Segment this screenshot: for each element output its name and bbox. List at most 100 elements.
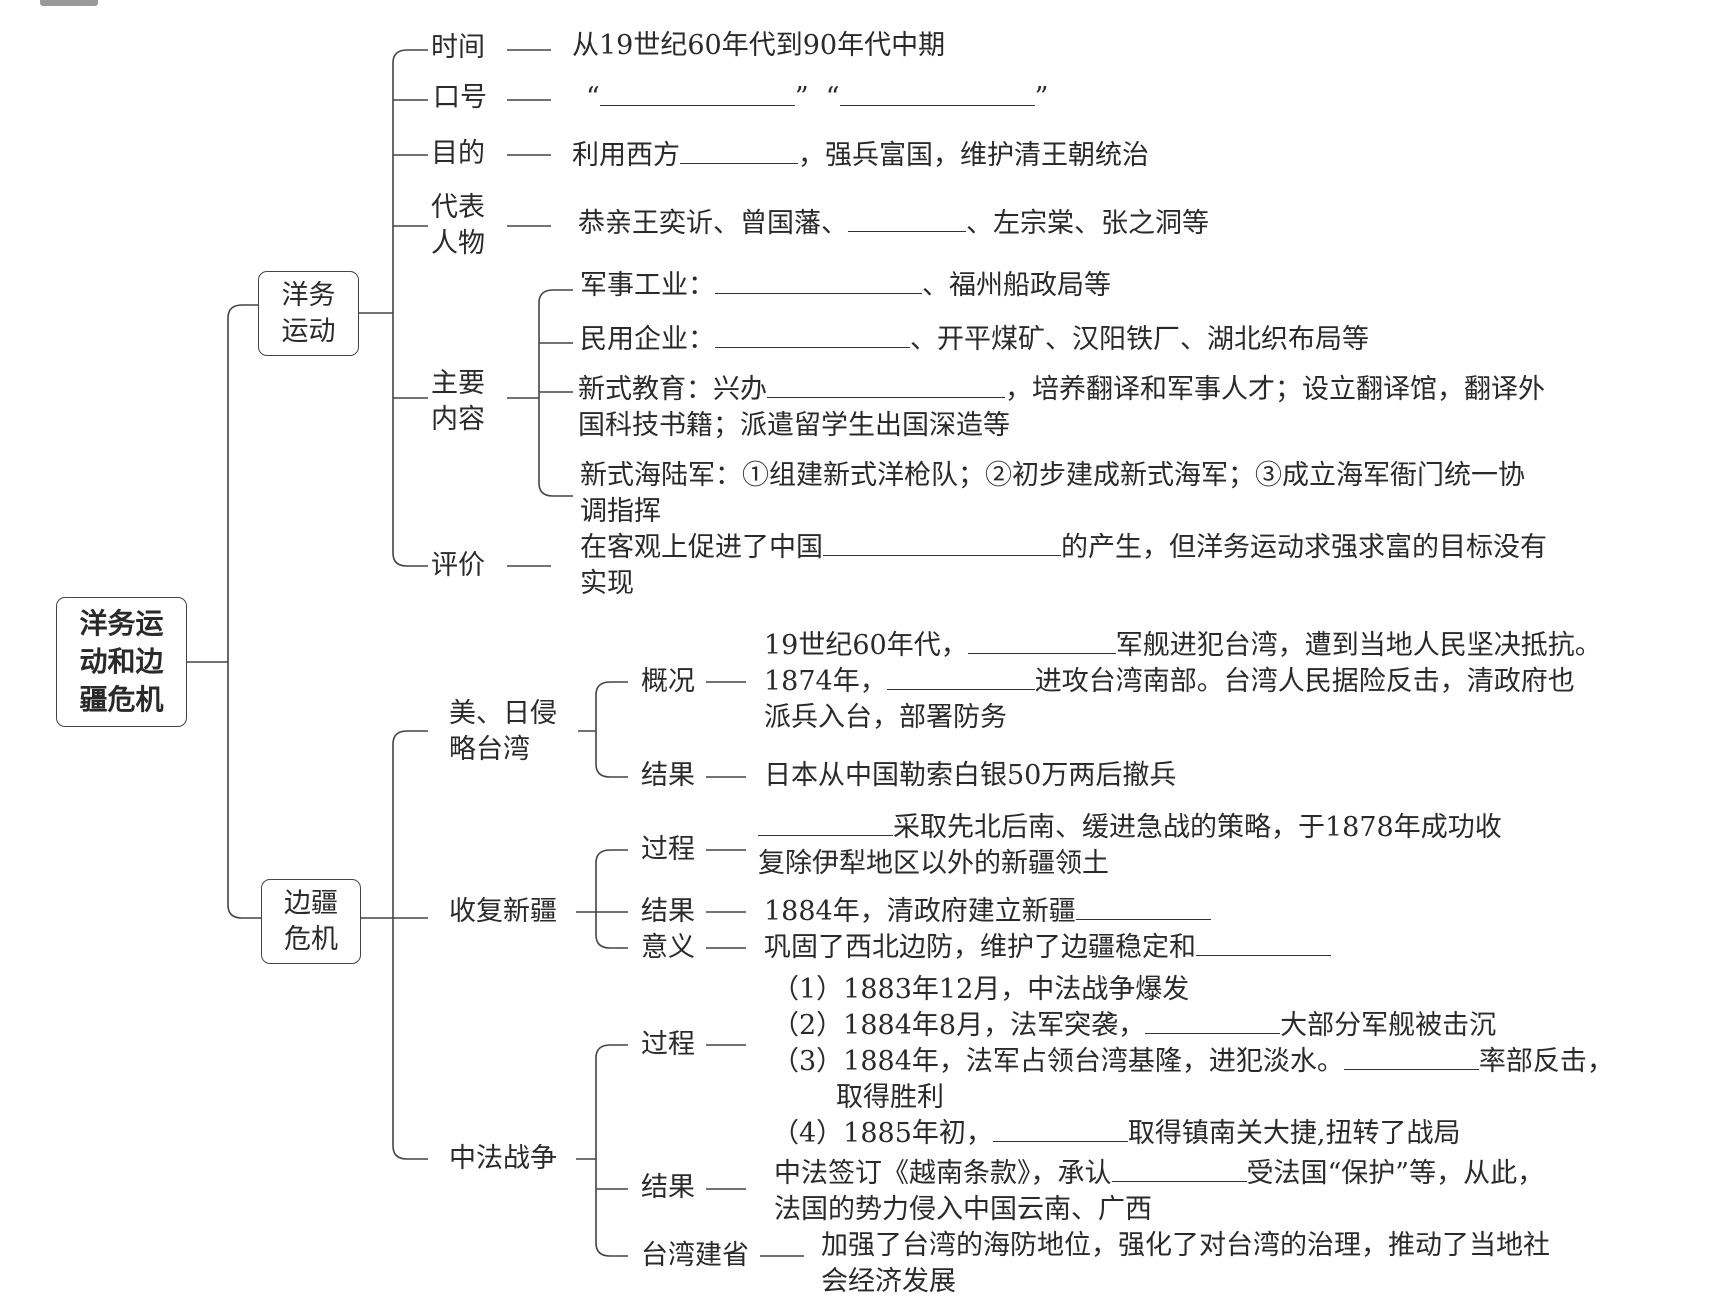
ov-line1: 19世纪60年代， 军舰进犯台湾，遭到当地人民坚决抵抗。 — [764, 628, 1602, 664]
sf-p2-post: 大部分军舰被击沉 — [1280, 1010, 1497, 1041]
branch-frontier-line-1: 边疆 — [284, 887, 338, 919]
overview-label: 概况 — [641, 666, 695, 697]
ov1-post: 军舰进犯台湾，遭到当地人民坚决抵抗。 — [1115, 630, 1602, 661]
xj-meaning-label: 意义 — [641, 932, 695, 963]
blank-xj-meaning — [1196, 931, 1331, 956]
sf-process-label: 过程 — [641, 1029, 695, 1060]
blank-edu — [767, 373, 1005, 398]
taiwan-label: 美、日侵 略台湾 — [449, 696, 579, 768]
content-label-1: 主要 — [431, 368, 485, 399]
blank-sf-p2 — [1145, 1009, 1281, 1034]
quote-open-2: “ — [825, 82, 840, 113]
taiwan-label-2: 略台湾 — [449, 734, 530, 765]
sf-p1: （1）1883年12月，中法战争爆发 — [772, 974, 1190, 1005]
eval-post: 的产生，但洋务运动求强求富的目标没有 — [1061, 532, 1547, 563]
root-line-2: 动和边 — [79, 645, 164, 678]
blank-ov1 — [967, 629, 1116, 654]
branch-yangwu-line-1: 洋务 — [281, 279, 336, 311]
people-label-1: 代表 — [431, 192, 485, 223]
eval-text: 在客观上促进了中国 的产生，但洋务运动求强求富的目标没有 — [580, 530, 1547, 566]
military-post: 、福州船政局等 — [922, 270, 1111, 301]
military-text: 军事工业： 、福州船政局等 — [580, 268, 1111, 304]
blank-people — [848, 207, 966, 232]
ov-line2: 1874年， 进攻台湾南部。台湾人民据险反击，清政府也 — [764, 664, 1575, 700]
blank-slogan-1 — [599, 81, 795, 106]
army-line1: 新式海陆军：①组建新式洋枪队；②初步建成新式海军；③成立海军衙门统一协 — [580, 460, 1525, 491]
people-label: 代表 人物 — [431, 190, 491, 262]
xj-process-label: 过程 — [641, 834, 695, 865]
tw-province-line2: 会经济发展 — [821, 1266, 956, 1297]
taiwan-label-1: 美、日侵 — [449, 698, 557, 729]
header-tab-mark — [40, 0, 98, 6]
edu-line2: 国科技书籍；派遣留学生出国深造等 — [578, 410, 1010, 441]
blank-ov2 — [886, 665, 1035, 690]
xinjiang-label: 收复新疆 — [449, 896, 557, 927]
tw-province-label: 台湾建省 — [641, 1240, 749, 1271]
ov-line3: 派兵入台，部署防务 — [764, 702, 1007, 733]
sf-result-post: 受法国“保护”等，从此， — [1246, 1158, 1545, 1189]
sf-result-text: 中法签订《越南条款》，承认 受法国“保护”等，从此， — [774, 1156, 1544, 1192]
edu-post: ，培养翻译和军事人才；设立翻译馆，翻译外 — [1005, 374, 1545, 405]
civil-text: 民用企业：、开平煤矿、汉阳铁厂、湖北织布局等 — [580, 322, 1369, 358]
sf-result-line2: 法国的势力侵入中国云南、广西 — [774, 1194, 1152, 1225]
slogan-label: 口号 — [433, 82, 487, 113]
xj-result-pre: 1884年，清政府建立新疆 — [764, 896, 1076, 927]
purpose-pre: 利用西方 — [572, 140, 680, 171]
sf-p4: （4）1885年初，取得镇南关大捷,扭转了战局 — [772, 1116, 1461, 1152]
content-label: 主要 内容 — [431, 366, 491, 438]
quote-open-1: “ — [586, 82, 600, 113]
sf-p3: （3）1884年，法军占领台湾基隆，进犯淡水。 率部反击， — [772, 1044, 1614, 1080]
sf-p3-pre: （3）1884年，法军占领台湾基隆，进犯淡水。 — [772, 1046, 1344, 1077]
eval-pre: 在客观上促进了中国 — [580, 532, 823, 563]
military-pre: 军事工业： — [580, 270, 715, 301]
edu-pre: 新式教育：兴办 — [578, 374, 767, 405]
blank-xj-process — [758, 811, 893, 836]
edu-text: 新式教育：兴办 ，培养翻译和军事人才；设立翻译馆，翻译外 — [578, 372, 1545, 408]
quote-close-2: ” — [1034, 82, 1049, 113]
blank-sf-p4 — [992, 1117, 1128, 1142]
time-text: 从19世纪60年代到90年代中期 — [572, 30, 946, 61]
purpose-text: 利用西方，强兵富国，维护清王朝统治 — [572, 138, 1149, 174]
civil-pre: 民用企业： — [580, 324, 715, 355]
xj-result-text: 1884年，清政府建立新疆 — [764, 894, 1211, 930]
blank-sf-result — [1111, 1157, 1247, 1182]
eval-label: 评价 — [431, 550, 485, 581]
xj-result-label: 结果 — [641, 896, 695, 927]
branch-frontier: 边疆 危机 — [261, 879, 361, 964]
eval-line2: 实现 — [580, 568, 634, 599]
quote-close-1: ” — [794, 82, 809, 113]
tw-province-line1: 加强了台湾的海防地位，强化了对台湾的治理，推动了当地社 — [821, 1230, 1550, 1261]
purpose-label: 目的 — [431, 138, 485, 169]
branch-frontier-line-2: 危机 — [284, 923, 338, 955]
blank-xj-result — [1075, 895, 1211, 920]
xj-meaning-text: 巩固了西北边防，维护了边疆稳定和 — [764, 930, 1331, 966]
army-line2: 调指挥 — [580, 496, 661, 527]
ov1-pre: 19世纪60年代， — [764, 630, 968, 661]
blank-sf-p3 — [1343, 1045, 1479, 1070]
sf-p2: （2）1884年8月，法军突袭， 大部分军舰被击沉 — [772, 1008, 1496, 1044]
branch-yangwu-line-2: 运动 — [281, 315, 336, 347]
xj-process-text: 采取先北后南、缓进急战的策略，于1878年成功收 — [758, 810, 1502, 846]
ov2-pre: 1874年， — [764, 666, 887, 697]
sf-p3-post: 率部反击， — [1478, 1046, 1614, 1077]
people-pre: 恭亲王奕䜣、曾国藩、 — [578, 208, 848, 239]
root-line-3: 疆危机 — [79, 683, 164, 716]
xj-meaning-pre: 巩固了西北边防，维护了边疆稳定和 — [764, 932, 1196, 963]
sinofrench-label: 中法战争 — [449, 1143, 557, 1174]
sf-p3-line2: 取得胜利 — [836, 1082, 944, 1113]
sf-p2-pre: （2）1884年8月，法军突袭， — [772, 1010, 1146, 1041]
blank-purpose — [680, 139, 798, 164]
branch-yangwu: 洋务 运动 — [258, 271, 359, 356]
blank-slogan-2 — [839, 81, 1035, 106]
sf-result-pre: 中法签订《越南条款》，承认 — [774, 1158, 1112, 1189]
root-line-1: 洋务运 — [79, 607, 164, 640]
ov2-post: 进攻台湾南部。台湾人民据险反击，清政府也 — [1034, 666, 1575, 697]
sf-p4-post: 取得镇南关大捷,扭转了战局 — [1127, 1118, 1461, 1149]
content-label-2: 内容 — [431, 404, 485, 435]
blank-military — [715, 269, 922, 294]
xj-process-line2: 复除伊犁地区以外的新疆领土 — [758, 848, 1109, 879]
blank-civil — [715, 323, 910, 348]
slogan-blanks: “ ” “ ” — [586, 80, 1048, 116]
taiwan-result-text: 日本从中国勒索白银50万两后撤兵 — [764, 760, 1177, 791]
